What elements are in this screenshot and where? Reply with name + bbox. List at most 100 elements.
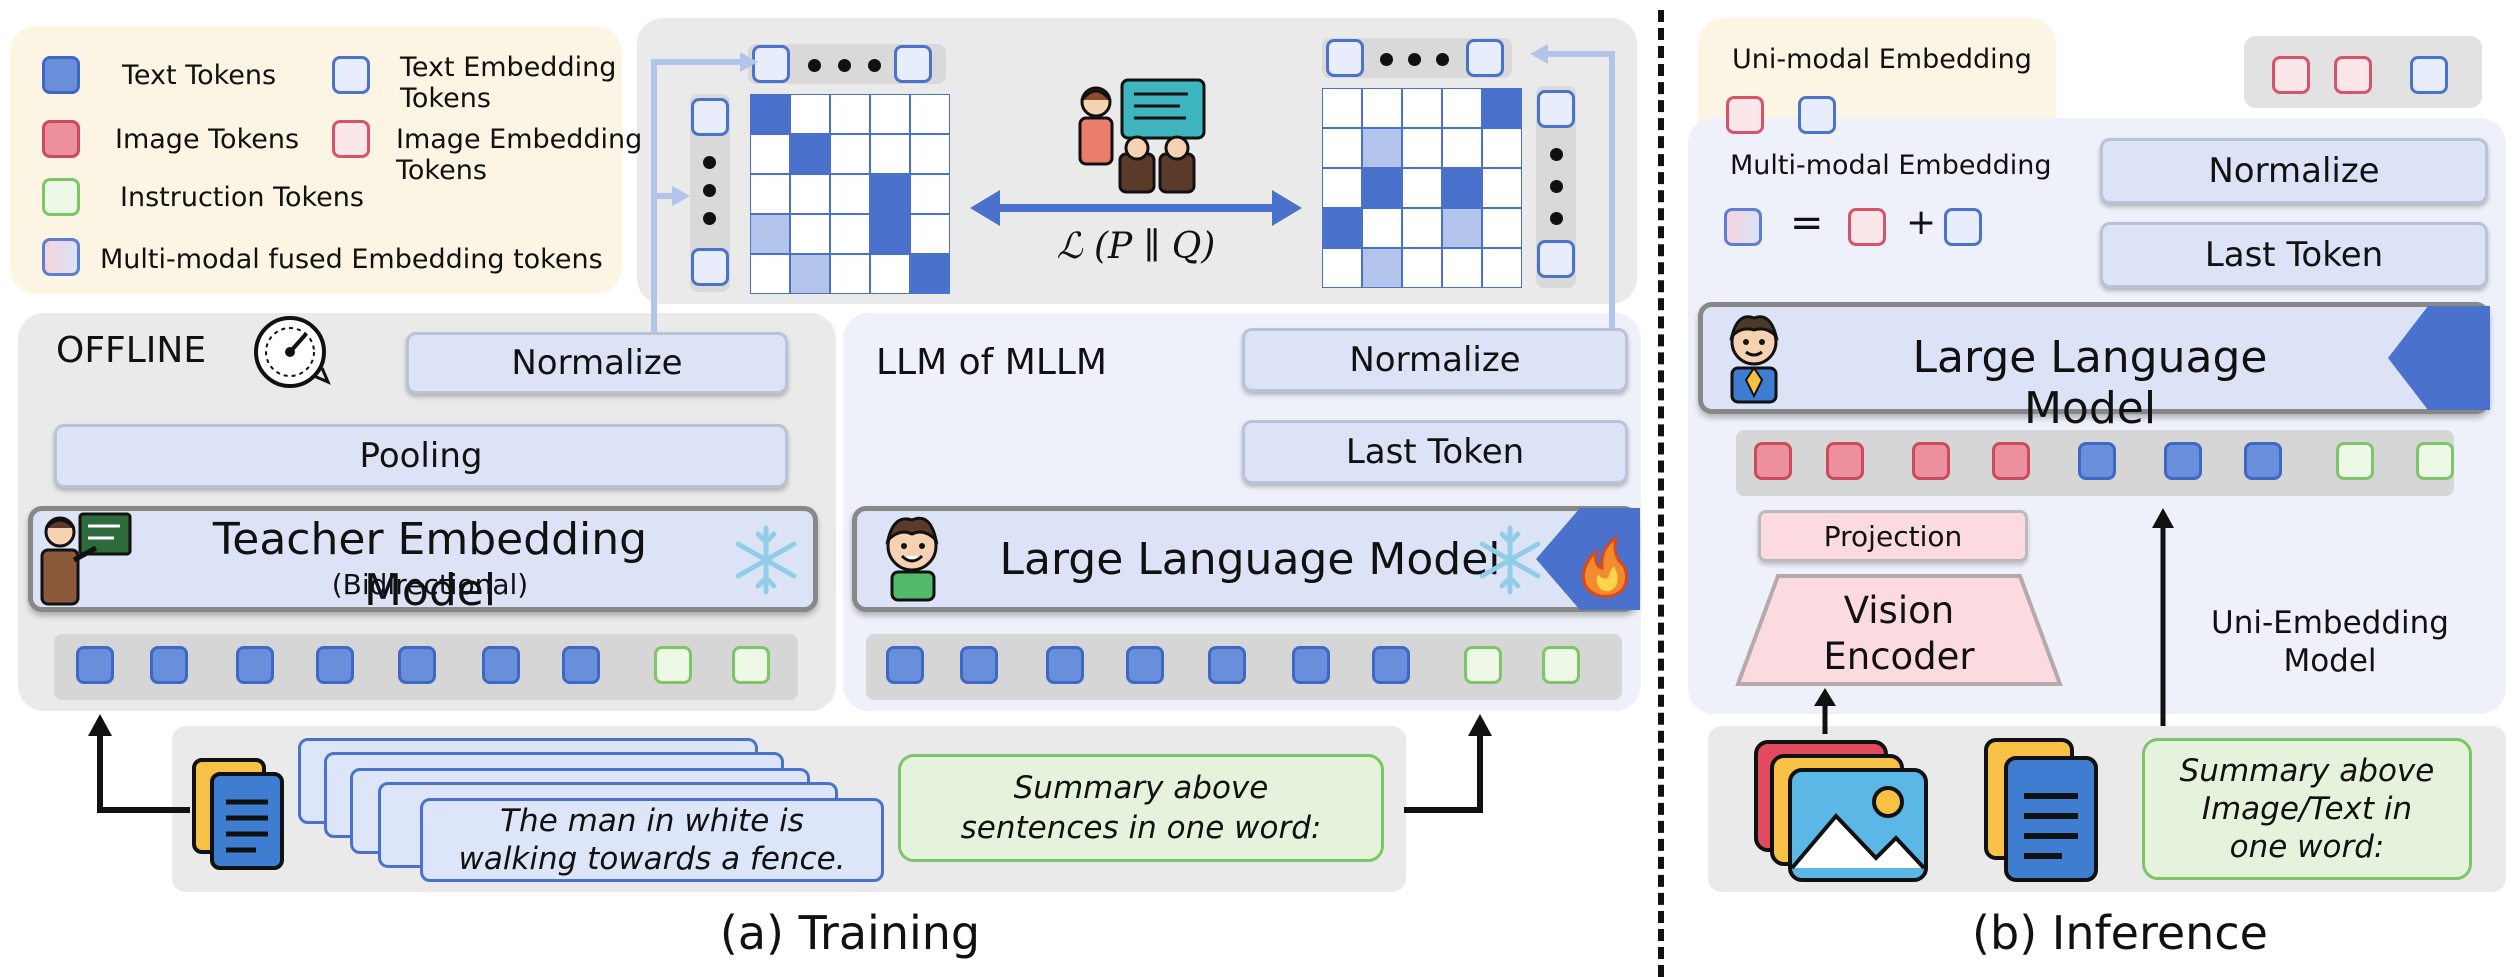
student-input-token xyxy=(1046,646,1084,684)
inf-legend-mm-token xyxy=(1724,208,1762,246)
teacher-row-dot-1 xyxy=(703,156,716,169)
teacher-matrix-cell xyxy=(829,133,871,175)
inf-input-token xyxy=(2244,442,2282,480)
teacher-model-title: Teacher Embedding Model xyxy=(212,514,648,616)
vision-encoder-shape xyxy=(1735,574,2063,686)
student-matrix-cell xyxy=(1401,247,1443,288)
teacher-matrix-cell xyxy=(909,173,950,215)
student-input-token xyxy=(1464,646,1502,684)
student-matrix-cell xyxy=(1322,167,1363,209)
projection-box: Projection xyxy=(1758,510,2028,562)
teacher-model-subtitle: (Bidirectional) xyxy=(331,568,529,601)
teacher-matrix-cell xyxy=(869,213,911,255)
student-matrix-cell xyxy=(1441,247,1483,288)
student-col-dot-1 xyxy=(1380,53,1393,66)
teacher-col-token-first xyxy=(752,45,790,83)
teacher-matrix-cell xyxy=(750,133,791,175)
input-to-student-arrow xyxy=(1404,714,1492,813)
student-input-token xyxy=(960,646,998,684)
legend-image-token-swatch xyxy=(42,120,80,158)
student-row-dot-2 xyxy=(1550,180,1563,193)
teacher-row-dot-3 xyxy=(703,212,716,225)
offline-label: OFFLINE xyxy=(56,330,207,371)
teacher-matrix-cell xyxy=(869,253,911,294)
student-matrix-cell xyxy=(1481,207,1522,249)
image-stack-icon xyxy=(1754,740,1928,882)
student-row-dot-1 xyxy=(1550,148,1563,161)
teacher-col-dot-2 xyxy=(838,59,851,72)
kl-loss-label: ℒ (P ∥ Q) xyxy=(1056,226,1216,267)
student-matrix-cell xyxy=(1401,88,1443,129)
teacher-matrix-cell xyxy=(869,173,911,215)
inf-input-token xyxy=(2336,442,2374,480)
document-icon-inference xyxy=(1984,738,2098,882)
teacher-input-token xyxy=(654,646,692,684)
sentence-card: The man in white is walking towards a fe… xyxy=(420,798,884,882)
student-matrix-cell xyxy=(1361,88,1403,129)
teacher-input-token xyxy=(236,646,274,684)
lora-fire-tab xyxy=(1536,508,1640,610)
teacher-matrix-cell xyxy=(789,253,831,294)
student-matrix-cell xyxy=(1322,88,1363,129)
teacher-input-token xyxy=(482,646,520,684)
inf-llm-blue-tab xyxy=(2388,306,2490,410)
teacher-matrix-cell xyxy=(789,213,831,255)
inf-input-token xyxy=(1992,442,2030,480)
student-matrix-cell xyxy=(1401,127,1443,169)
student-similarity-matrix xyxy=(1322,88,1522,288)
teacher-matrix-cell xyxy=(909,213,950,255)
inf-last-token-box: Last Token xyxy=(2100,222,2488,288)
teacher-matrix-cell xyxy=(750,213,791,255)
student-matrix-cell xyxy=(1361,127,1403,169)
vision-encoder-label: Vision Encoder xyxy=(1823,589,1975,678)
inf-output-token-1 xyxy=(2272,56,2310,94)
teacher-to-matrix-arrow xyxy=(651,52,758,340)
teacher-normalize-box: Normalize xyxy=(406,332,788,394)
teacher-embedding-model-band xyxy=(28,506,818,612)
teacher-matrix-cell xyxy=(789,173,831,215)
document-icon-training xyxy=(192,758,284,870)
teacher-matrix-cell xyxy=(829,253,871,294)
teacher-matrix-cell xyxy=(789,94,831,135)
inf-student-figure-icon xyxy=(1729,315,1779,404)
inf-output-token-2 xyxy=(2334,56,2372,94)
student-last-token-box: Last Token xyxy=(1242,420,1628,484)
legend-instruction-token-swatch xyxy=(42,178,80,216)
inf-multimodal-embedding-label: Multi-modal Embedding xyxy=(1730,150,2052,181)
teacher-matrix-cell xyxy=(829,213,871,255)
teacher-matrix-cell xyxy=(829,173,871,215)
inf-input-token xyxy=(2078,442,2116,480)
legend-multimodal-swatch xyxy=(42,238,80,276)
teacher-matrix-cell xyxy=(789,133,831,175)
teacher-similarity-matrix xyxy=(750,94,950,294)
teacher-input-token xyxy=(150,646,188,684)
student-row-token-first xyxy=(1537,90,1575,128)
inf-plus-sign: + xyxy=(1906,202,1937,243)
training-caption: (a) Training xyxy=(719,906,981,960)
teacher-matrix-cell xyxy=(829,94,871,135)
speedometer-icon xyxy=(254,316,331,388)
student-input-token xyxy=(1126,646,1164,684)
legend-text-token-swatch xyxy=(42,56,80,94)
legend-instruction-tokens: Instruction Tokens xyxy=(120,182,364,213)
student-matrix-cell xyxy=(1441,207,1483,249)
legend-image-tokens: Image Tokens xyxy=(115,124,300,155)
teacher-matrix-cell xyxy=(909,94,950,135)
inf-llm-band xyxy=(1698,302,2490,414)
student-input-token xyxy=(1542,646,1580,684)
teacher-matrix-cell xyxy=(909,133,950,175)
student-matrix-cell xyxy=(1401,167,1443,209)
teacher-col-dot-3 xyxy=(868,59,881,72)
inf-output-token-3 xyxy=(2410,56,2448,94)
inference-caption: (b) Inference xyxy=(1972,906,2268,960)
teacher-col-token-last xyxy=(894,45,932,83)
student-matrix-cell xyxy=(1361,247,1403,288)
teacher-col-dot-1 xyxy=(808,59,821,72)
teacher-figure-icon xyxy=(40,512,132,606)
student-col-token-first xyxy=(1326,39,1364,77)
student-input-token xyxy=(1372,646,1410,684)
student-matrix-cell xyxy=(1441,88,1483,129)
legend-multimodal-fused-tokens: Multi-modal fused Embedding tokens xyxy=(100,244,603,275)
legend-panel xyxy=(10,26,622,294)
inf-llm-title: Large Language Model xyxy=(1912,332,2268,434)
